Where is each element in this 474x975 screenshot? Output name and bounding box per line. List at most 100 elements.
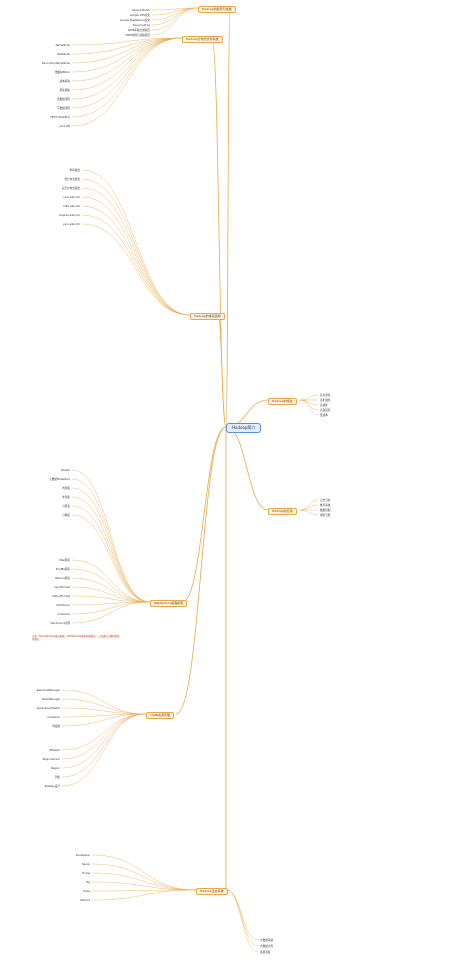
branch-leaf[interactable]: Reduce阶段: [55, 576, 70, 580]
link-line: [61, 713, 147, 769]
branch-leaf[interactable]: HDFS Shell命令: [50, 115, 70, 119]
branch-leaf[interactable]: Container: [47, 715, 60, 719]
link-line: [299, 399, 319, 411]
branch-leaf[interactable]: 高容错性: [320, 408, 331, 412]
link-line: [71, 496, 151, 603]
branch-leaf[interactable]: HiveQL: [60, 468, 70, 472]
branch-leaf[interactable]: ResourceManager: [36, 688, 60, 692]
branch-leaf[interactable]: 机架感知: [59, 88, 70, 92]
branch-leaf[interactable]: OutputFormat: [51, 594, 70, 598]
topic-features[interactable]: Hadoop的特性: [268, 398, 297, 405]
link-line: [71, 37, 183, 100]
branch-leaf[interactable]: NodeManager: [41, 697, 60, 701]
branch-leaf[interactable]: Apache Nutch: [131, 8, 150, 12]
branch-leaf[interactable]: 读数据流程: [57, 97, 70, 101]
branch-leaf[interactable]: 写数据流程: [57, 106, 70, 110]
branch-leaf[interactable]: 内部表: [62, 486, 70, 490]
link-line: [299, 509, 319, 516]
branch-leaf[interactable]: 数据块Block: [55, 70, 70, 74]
topic-arch[interactable]: Hadoop的体系结构: [190, 313, 225, 320]
link-line: [181, 426, 227, 603]
link-line: [225, 889, 259, 947]
branch-leaf[interactable]: 搜索引擎: [320, 513, 331, 517]
branch-leaf[interactable]: Sqoop: [81, 862, 90, 866]
branch-leaf[interactable]: 调度器: [52, 724, 60, 728]
branch-leaf[interactable]: Flume: [82, 871, 90, 875]
branch-leaf[interactable]: 数据挖掘: [320, 508, 331, 512]
branch-leaf[interactable]: Java API: [59, 124, 70, 128]
branch-leaf[interactable]: Doug Cutting: [132, 23, 150, 27]
topic-mapreduce[interactable]: MapReduce编程模型: [150, 600, 188, 607]
branch-leaf[interactable]: hdfs-site.xml: [63, 204, 80, 208]
branch-leaf[interactable]: 2006年独立成项目: [127, 28, 150, 32]
branch-leaf[interactable]: 完全分布式模式: [61, 186, 80, 190]
branch-leaf[interactable]: 伪分布式模式: [64, 177, 80, 181]
topic-intro[interactable]: Hadoop的起源与发展: [198, 6, 236, 13]
branch-leaf[interactable]: 元数据Metastore: [49, 477, 70, 481]
branch-leaf[interactable]: 2008年成为顶级项目: [125, 33, 150, 37]
topic-hdfs[interactable]: Hadoop分布式文件系统: [182, 36, 223, 43]
branch-leaf[interactable]: Pig: [86, 880, 90, 884]
link-line: [61, 698, 147, 715]
branch-leaf[interactable]: Mahout: [80, 898, 90, 902]
branch-leaf[interactable]: 推荐系统: [320, 503, 331, 507]
red-note: 注意：NameNode存储元数据，DataNode存储实际数据块，二者通过心跳机…: [32, 635, 120, 641]
branch-leaf[interactable]: 高可靠性: [320, 393, 331, 397]
branch-leaf[interactable]: 大数据存储: [260, 938, 273, 942]
branch-leaf[interactable]: 分区表: [62, 504, 70, 508]
branch-leaf[interactable]: Shuffle阶段: [55, 567, 70, 571]
topic-yarn[interactable]: YARN资源管理: [146, 712, 174, 719]
link-line: [61, 713, 147, 727]
link-line: [71, 37, 183, 55]
branch-leaf[interactable]: Combiner: [57, 612, 70, 616]
branch-leaf[interactable]: 单机模式: [69, 168, 80, 172]
branch-leaf[interactable]: mapred-site.xml: [58, 213, 80, 217]
branch-leaf[interactable]: 副本机制: [59, 79, 70, 83]
link-line: [225, 889, 259, 953]
branch-leaf[interactable]: 日志分析: [320, 498, 331, 502]
link-line: [61, 713, 147, 751]
branch-leaf[interactable]: Google MapReduce论文: [119, 18, 150, 22]
branch-leaf[interactable]: 资源调度: [260, 950, 271, 954]
branch-leaf[interactable]: core-site.xml: [63, 195, 80, 199]
link-line: [61, 713, 147, 787]
branch-leaf[interactable]: InputFormat: [54, 585, 70, 589]
branch-leaf[interactable]: 外部表: [62, 495, 70, 499]
branch-leaf[interactable]: NameNode: [55, 43, 70, 47]
link-line: [71, 601, 151, 606]
branch-leaf[interactable]: HMaster: [49, 748, 60, 752]
branch-leaf[interactable]: 列族: [54, 775, 60, 779]
branch-leaf[interactable]: Region: [51, 766, 60, 770]
branch-leaf[interactable]: Map阶段: [59, 558, 70, 562]
branch-leaf[interactable]: 分桶表: [62, 513, 70, 517]
link-line: [71, 568, 151, 603]
link-line: [299, 394, 319, 401]
branch-leaf[interactable]: SecondaryNameNode: [41, 61, 70, 65]
link-line: [299, 504, 319, 511]
branch-leaf[interactable]: ZooKeeper: [75, 853, 90, 857]
branch-leaf[interactable]: Partitioner: [56, 603, 70, 607]
topic-ecosystem[interactable]: Hadoop生态系统: [196, 888, 228, 895]
branch-leaf[interactable]: DataNode: [57, 52, 70, 56]
root-topic[interactable]: Hadoop简介: [226, 423, 262, 433]
branch-leaf[interactable]: RegionServer: [42, 757, 60, 761]
link-line: [71, 559, 151, 603]
branch-leaf[interactable]: yarn-site.xml: [62, 222, 80, 226]
branch-leaf[interactable]: Google GFS论文: [129, 13, 150, 17]
link-line: [151, 7, 199, 26]
branch-leaf[interactable]: RowKey设计: [44, 784, 60, 788]
link-line: [217, 314, 227, 428]
branch-leaf[interactable]: 低成本: [320, 413, 328, 417]
link-line: [71, 601, 151, 615]
branch-leaf[interactable]: 大数据计算: [260, 944, 273, 948]
branch-leaf[interactable]: Oozie: [82, 889, 90, 893]
link-line: [71, 577, 151, 603]
branch-leaf[interactable]: ApplicationMaster: [36, 706, 60, 710]
link-line: [71, 37, 183, 64]
branch-leaf[interactable]: WordCount示例: [50, 621, 70, 625]
branch-leaf[interactable]: 高扩展性: [320, 398, 331, 402]
link-line: [299, 399, 319, 406]
link-line: [71, 514, 151, 603]
branch-leaf[interactable]: 高效性: [320, 403, 328, 407]
topic-apps[interactable]: Hadoop的应用: [268, 508, 297, 515]
